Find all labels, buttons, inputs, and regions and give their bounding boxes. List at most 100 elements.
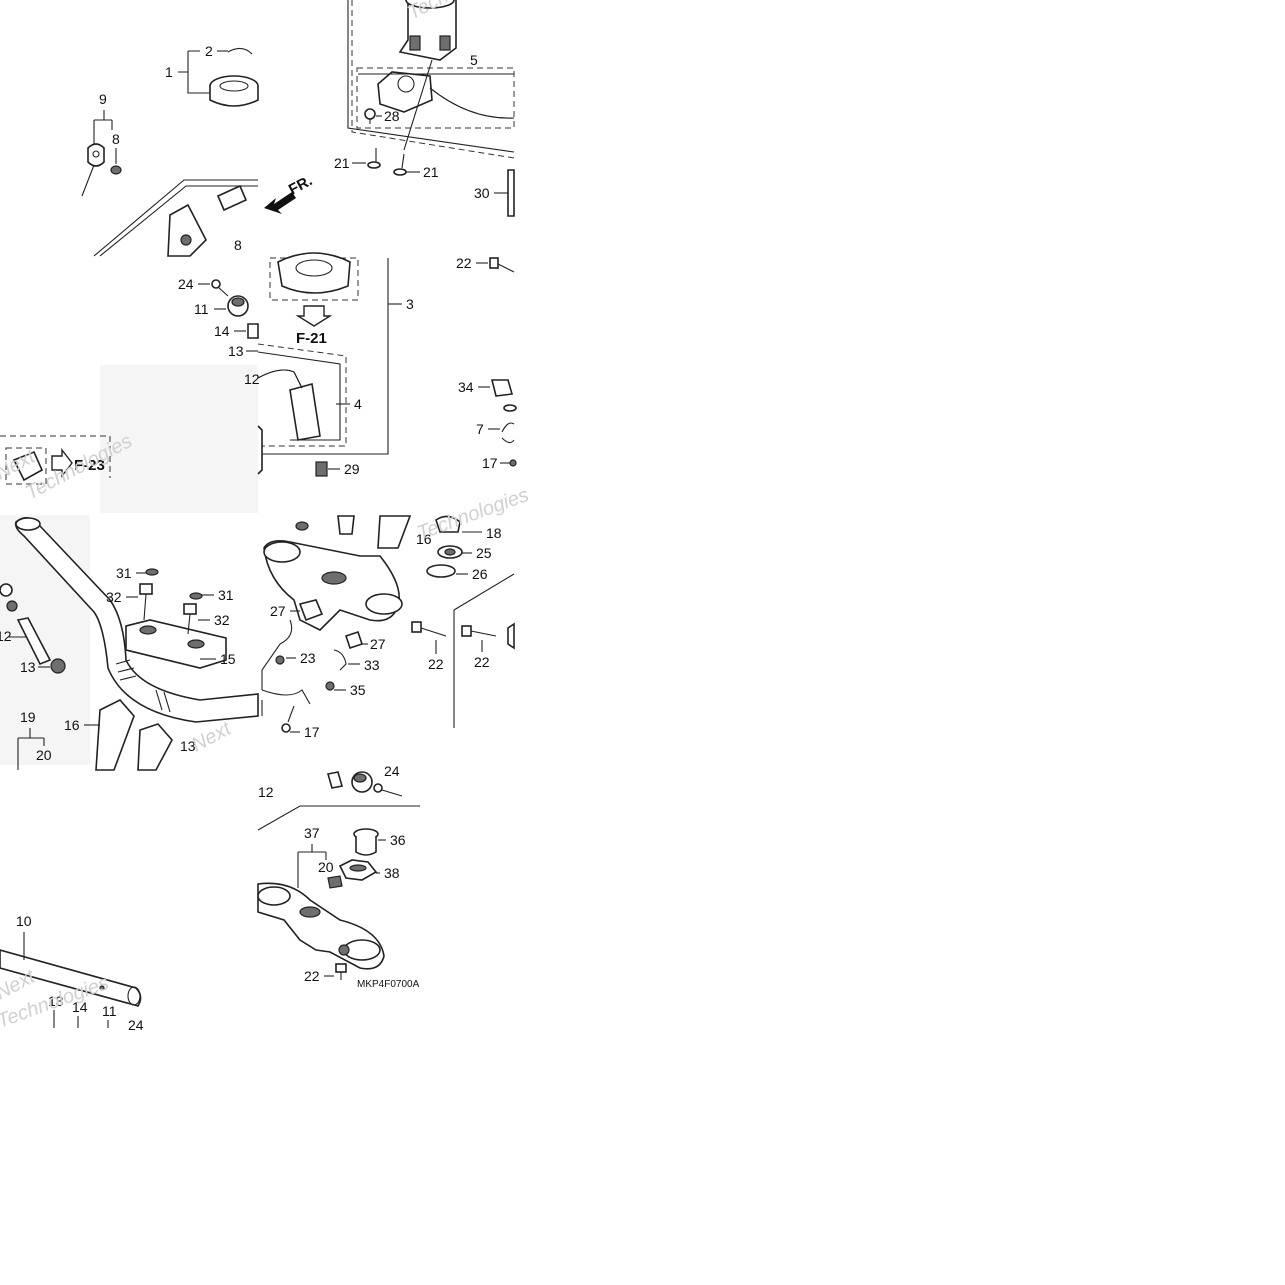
bolt-32b: [183, 603, 197, 635]
callout-38: 38: [384, 865, 400, 881]
bolt-22c: [461, 625, 497, 637]
callout-37: 37: [304, 825, 320, 841]
callout-31b: 31: [218, 587, 234, 603]
washer-26: [426, 564, 456, 578]
callout-4: 4: [354, 396, 362, 412]
handlebar-holder: [95, 699, 173, 771]
straight-handlebar: [0, 949, 142, 1007]
handlebar: [14, 517, 259, 723]
bolt-17b: [281, 705, 295, 733]
callout-13d: 13: [48, 993, 64, 1009]
callout-20b: 20: [318, 859, 334, 875]
alt-top-bridge: [257, 882, 385, 970]
front-direction-arrow: FR.: [264, 172, 315, 214]
callout-24a: 24: [178, 276, 194, 292]
drawing-code: MKP4F0700A: [357, 979, 420, 990]
callout-33: 33: [364, 657, 380, 673]
ignition-key: [81, 143, 105, 197]
tile-top-left: 2 1 9 8 8: [81, 43, 259, 257]
ref-arrow-f23: [51, 447, 73, 479]
callout-13b: 13: [180, 738, 196, 754]
bolt-32a: [139, 583, 153, 621]
ignition-cap-ring: [209, 75, 259, 107]
callout-8: 8: [112, 131, 120, 147]
watermark: Technologies: [414, 484, 532, 545]
callout-36: 36: [390, 832, 406, 848]
callout-1: 1: [165, 64, 173, 80]
callout-16a: 16: [64, 717, 80, 733]
callout-24b: 24: [128, 1017, 144, 1033]
bolt-24c: [373, 783, 403, 797]
tile-bottom-middle: 12 24 37 20 36 38: [257, 763, 420, 990]
callout-31a: 31: [116, 565, 132, 581]
tile-lower-middle: 16 18 25 26 22 22 27 27 23: [261, 484, 532, 740]
bolt-21a: [367, 148, 381, 169]
nut-13c: [50, 658, 66, 674]
ref-f21: F-21: [296, 330, 327, 347]
tile-lower-left: 31 31 32 32 15 16 13 12 13 19 20 Next: [0, 515, 259, 771]
ref-f23: F-23: [74, 457, 105, 474]
callout-22c: 22: [474, 654, 490, 670]
key-tag: [110, 165, 122, 175]
callout-30: 30: [474, 185, 490, 201]
callout-28: 28: [384, 108, 400, 124]
watermark: Technologies: [404, 0, 518, 24]
top-clamp: [125, 619, 227, 669]
tile-middle-left: F-23 24 11 14 13 12 Next Technologies: [0, 276, 260, 513]
callout-19: 19: [20, 709, 36, 725]
bolt-28: [364, 108, 376, 124]
cap-31b: [189, 592, 203, 600]
watermark: Next: [188, 717, 236, 756]
callout-21b: 21: [423, 164, 439, 180]
retaining-clip: [227, 47, 253, 55]
callout-24c: 24: [384, 763, 400, 779]
callout-11a: 11: [194, 301, 209, 317]
callout-20a: 20: [36, 747, 52, 763]
callout-5: 5: [470, 52, 478, 68]
bolt-22d: [335, 963, 347, 980]
callout-12a: 12: [244, 371, 260, 387]
callout-23: 23: [300, 650, 316, 666]
callout-32b: 32: [214, 612, 230, 628]
ref-arrow-f21: [295, 305, 333, 327]
nut-18: [435, 515, 461, 533]
callout-8b: 8: [234, 237, 242, 253]
callout-27b: 27: [370, 636, 386, 652]
cap-31a: [145, 568, 159, 576]
fuel-cap-lock: [277, 252, 351, 294]
tile-top-middle: 5 28 21 21 FR. Technologies: [264, 0, 518, 214]
callout-17a: 17: [482, 455, 498, 471]
bush-11a: [227, 295, 249, 317]
callout-15: 15: [220, 651, 236, 667]
bolt-22b: [411, 621, 447, 637]
bush-36: [353, 828, 379, 856]
callout-3: 3: [406, 296, 414, 312]
tile-middle: F-21 3 4 29: [257, 252, 414, 477]
callout-18: 18: [486, 525, 502, 541]
callout-14b: 14: [72, 999, 88, 1015]
callout-14a: 14: [214, 323, 230, 339]
callout-9: 9: [99, 91, 107, 107]
bolt-24a: [211, 279, 229, 297]
callout-12b: 12: [0, 628, 12, 644]
callout-7: 7: [476, 421, 484, 437]
callout-32a: 32: [106, 589, 122, 605]
tile-middle-right: 34 7 17: [458, 379, 517, 471]
callout-12c: 12: [258, 784, 274, 800]
callout-22a: 22: [456, 255, 472, 271]
callout-16b: 16: [416, 531, 432, 547]
callout-13a: 13: [228, 343, 244, 359]
tile-top-right: 30 22: [456, 169, 515, 273]
bolt-22a: [489, 257, 515, 273]
callout-29: 29: [344, 461, 360, 477]
fuel-sensor-unit: [257, 369, 321, 441]
callout-34: 34: [458, 379, 474, 395]
callout-22b: 22: [428, 656, 444, 672]
callout-2: 2: [205, 43, 213, 59]
callout-35: 35: [350, 682, 366, 698]
callout-11b: 11: [102, 1003, 117, 1019]
top-bridge: [263, 540, 403, 631]
clip-29: [315, 461, 328, 477]
callout-21a: 21: [334, 155, 350, 171]
